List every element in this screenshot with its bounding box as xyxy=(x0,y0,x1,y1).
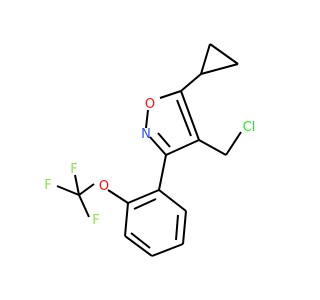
bond-c5-o1 xyxy=(159,90,182,99)
atom-cl: Cl xyxy=(243,120,256,135)
bond-lines xyxy=(56,43,242,257)
bond-ph1-ph2 xyxy=(158,189,187,212)
bond-ph6-ph1-inner xyxy=(133,198,157,210)
bond-ph2-ph3 xyxy=(182,210,187,245)
atom-labels: O N Cl O F F F xyxy=(44,97,255,228)
atom-n-ring: N xyxy=(141,127,151,142)
molecule-diagram: O N Cl O F F F xyxy=(44,43,255,257)
bond-c4-c5-inner xyxy=(176,99,192,137)
bond-ph4-ph5 xyxy=(124,235,153,257)
bond-c4-c5 xyxy=(180,90,200,141)
bond-cp3-cp1 xyxy=(200,63,239,75)
bond-c4-ch2 xyxy=(198,139,227,156)
bond-ph2-ph3-inner xyxy=(175,214,179,241)
bond-ch2-cl xyxy=(225,131,242,156)
bond-c5-cp1 xyxy=(180,73,202,92)
atom-f1: F xyxy=(44,178,51,193)
bond-ph6-ph1 xyxy=(127,189,160,204)
bond-o1-n2 xyxy=(145,109,149,129)
bond-c3-c4 xyxy=(165,139,200,156)
bond-c3-ph1 xyxy=(158,154,167,191)
bond-cf3-f3 xyxy=(78,194,90,218)
bond-oether-cf3 xyxy=(78,183,95,196)
bond-ph6-oether xyxy=(107,189,129,204)
bond-ph4-ph5-inner xyxy=(130,232,151,249)
bond-cp2-cp3 xyxy=(209,43,239,65)
atom-o-ring: O xyxy=(145,97,155,112)
atom-f3: F xyxy=(92,213,99,228)
atom-o-ether: O xyxy=(99,179,109,194)
bond-cf3-f2 xyxy=(74,174,80,196)
atom-f2: F xyxy=(70,162,77,177)
bond-n2-c3-inner xyxy=(157,132,171,148)
bond-ph3-ph4 xyxy=(151,243,184,257)
bond-ph5-ph6 xyxy=(124,202,129,237)
bond-cp1-cp2 xyxy=(200,43,211,75)
bond-cf3-f1 xyxy=(56,185,80,196)
bond-n2-c3 xyxy=(149,136,167,156)
